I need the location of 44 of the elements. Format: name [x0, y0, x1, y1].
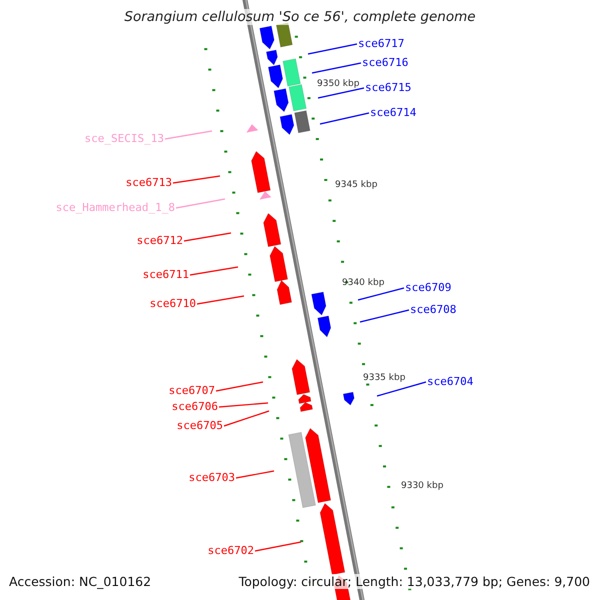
- leader-line: [184, 232, 232, 242]
- leader-line: [376, 381, 426, 397]
- leader-line: [216, 381, 264, 392]
- footer-text: Topology: circular; Length: 13,033,779 bp; Genes: 9,700: [238, 574, 590, 589]
- gene-label: sce6705: [176, 419, 223, 433]
- gene-label: sce6703: [188, 471, 235, 485]
- gene-label: sce6714: [370, 106, 416, 120]
- gene-label: sce_Hammerhead_1_8: [56, 201, 175, 215]
- gene-label: sce6702: [208, 544, 254, 558]
- leader-line: [254, 541, 302, 552]
- leader-line: [236, 470, 274, 479]
- gene-label: sce_SECIS_13: [84, 132, 164, 146]
- diagram-title: Sorangium cellulosum 'So ce 56', complete genome: [124, 9, 476, 25]
- gene-label: sce6715: [365, 81, 412, 95]
- footer-text: Accession: NC_010162: [9, 574, 152, 589]
- leader-line: [190, 266, 238, 276]
- leader-line: [318, 87, 364, 99]
- leader-line: [176, 198, 226, 209]
- gene-label: sce6711: [142, 268, 189, 282]
- gene-label: sce6707: [168, 384, 215, 398]
- scale-label: 9335 kbp: [363, 373, 406, 384]
- gene-label: sce6704: [427, 375, 474, 389]
- gene-label: sce6709: [405, 281, 452, 295]
- leader-line: [218, 402, 268, 408]
- leader-line: [360, 309, 410, 323]
- gene-label: sce6713: [126, 176, 172, 190]
- leader-line: [358, 287, 404, 301]
- leader-line: [172, 175, 220, 184]
- leader-line: [308, 43, 358, 55]
- scale-label: 9350 kbp: [317, 79, 360, 90]
- gene-label: sce6710: [150, 297, 196, 311]
- gene-label: sce6712: [136, 234, 183, 248]
- leader-line: [196, 295, 244, 305]
- leader-line: [224, 410, 270, 427]
- leader-line: [312, 62, 362, 74]
- gene-label: sce6706: [172, 400, 218, 414]
- gene-label: sce6716: [362, 56, 408, 70]
- gene-label: sce6717: [358, 37, 404, 51]
- scale-label: 9330 kbp: [401, 481, 444, 492]
- leader-line: [320, 112, 370, 125]
- gene-label: sce6708: [410, 303, 456, 317]
- scale-label: 9345 kbp: [335, 180, 378, 191]
- leader-line: [164, 130, 212, 140]
- scale-label: 9340 kbp: [342, 278, 384, 289]
